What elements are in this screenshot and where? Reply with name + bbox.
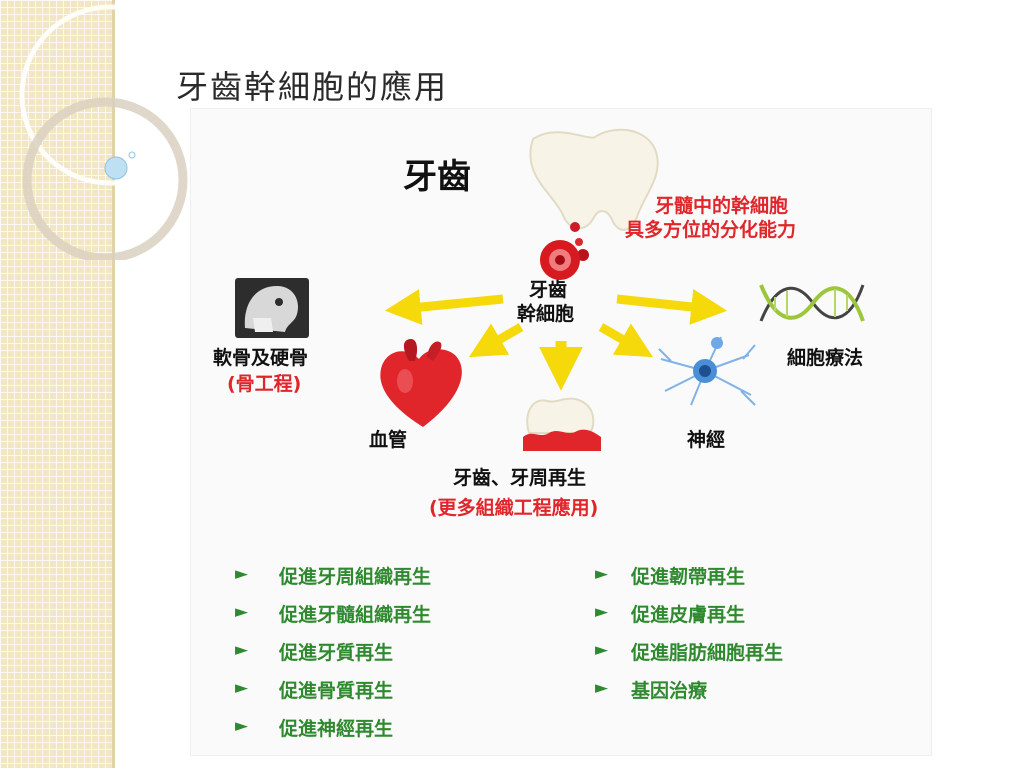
bullet-marker: ►: [235, 602, 249, 622]
list-item-left-5: 促進神經再生: [279, 718, 394, 740]
callout-line-2: 具多方位的分化能力: [625, 219, 797, 241]
bullet-marker: ►: [235, 564, 249, 584]
arrow-to-bone: [384, 289, 504, 325]
bone-label: 軟骨及硬骨: [213, 347, 309, 369]
stem-cell-icon: [540, 240, 580, 280]
bullet-marker: ►: [595, 640, 609, 660]
bullet-marker: ►: [595, 678, 609, 698]
decorative-rings: [19, 4, 200, 260]
bullet-marker: ►: [235, 640, 249, 660]
regen-sub-label: (更多組織工程應用): [429, 497, 599, 519]
arrow-to-vessel: [468, 323, 524, 358]
list-item-left-4: 促進骨質再生: [279, 680, 394, 702]
tooth-illustration: [529, 128, 659, 261]
list-item-right-4: 基因治療: [631, 680, 708, 702]
bone-sub-label: (骨工程): [227, 373, 302, 395]
therapy-label: 細胞療法: [787, 347, 864, 369]
regen-label: 牙齒、牙周再生: [453, 467, 587, 489]
dna-icon: [759, 284, 865, 322]
heading-tooth: 牙齒: [403, 157, 471, 197]
arrow-to-nerve: [598, 323, 654, 358]
list-item-right-3: 促進脂肪細胞再生: [631, 642, 784, 664]
list-item-right-1: 促進韌帶再生: [631, 566, 746, 588]
arrow-to-therapy: [616, 289, 728, 325]
bullet-marker: ►: [235, 716, 249, 736]
list-item-left-1: 促進牙周組織再生: [279, 566, 432, 588]
list-item-left-3: 促進牙質再生: [279, 642, 394, 664]
xray-skull-image: [235, 278, 309, 338]
list-item-left-2: 促進牙髓組織再生: [279, 604, 432, 626]
bullet-marker: ►: [235, 678, 249, 698]
heart-icon: [380, 339, 462, 427]
vessel-label: 血管: [369, 429, 408, 451]
callout-line-1: 牙髓中的幹細胞: [655, 195, 789, 217]
center-label-line-2: 幹細胞: [517, 303, 575, 325]
side-strip-edge: [112, 0, 115, 768]
diagram-panel: 牙齒 牙髓中的幹細胞 具多方位的分化能力 牙齒 幹細胞 軟骨及硬骨 (骨工程) …: [190, 108, 932, 756]
slide-title: 牙齒幹細胞的應用: [176, 68, 449, 106]
nerve-cell-icon: [658, 336, 756, 406]
yellow-arrows: [384, 289, 728, 391]
bullet-marker: ►: [595, 564, 609, 584]
list-item-right-2: 促進皮膚再生: [631, 604, 746, 626]
small-tooth-icon: [523, 397, 601, 451]
center-label-line-1: 牙齒: [529, 279, 568, 301]
nerve-label: 神經: [687, 429, 726, 451]
side-grid-strip: [0, 0, 112, 768]
bullet-marker: ►: [595, 602, 609, 622]
